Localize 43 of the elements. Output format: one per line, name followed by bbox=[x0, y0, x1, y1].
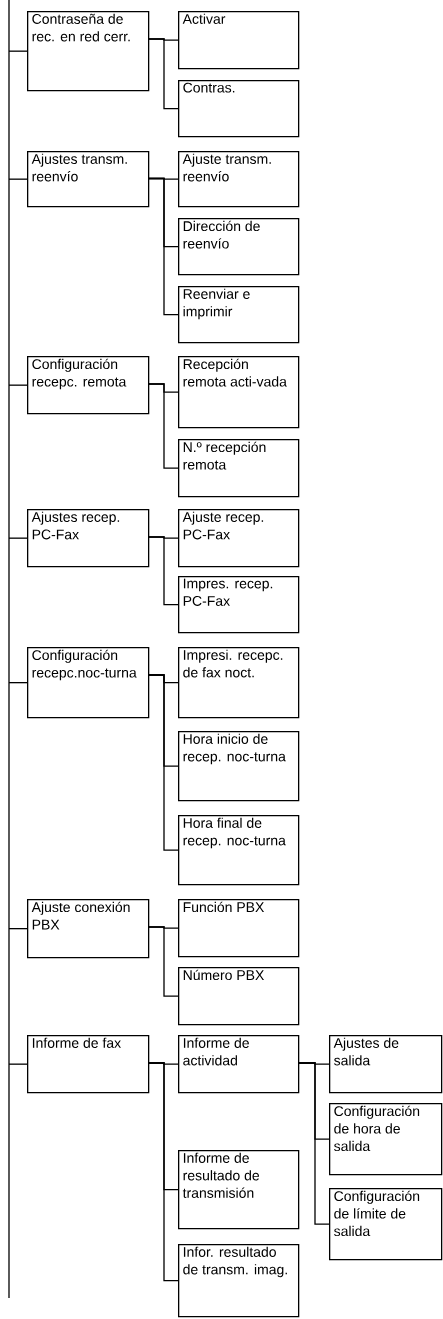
connector-line bbox=[147, 536, 179, 606]
menu-box: Hora inicio de recep. noc-turna bbox=[178, 731, 300, 802]
menu-box: Impresi. recepc. de fax noct. bbox=[178, 647, 300, 719]
menu-box: Número PBX bbox=[178, 967, 300, 1026]
connector-line bbox=[147, 674, 179, 851]
trunk-line bbox=[8, 0, 10, 1299]
connector-line bbox=[8, 50, 28, 52]
connector-line bbox=[8, 384, 28, 386]
menu-box: Configuración recepc. remota bbox=[27, 356, 150, 415]
menu-box: N.º recepción remota bbox=[178, 439, 300, 498]
menu-box: Ajuste recep. PC-Fax bbox=[178, 509, 300, 568]
menu-box: Informe de actividad bbox=[178, 1035, 300, 1094]
menu-box: Ajuste conexión PBX bbox=[27, 899, 150, 959]
connector-line bbox=[147, 38, 179, 110]
menu-box: Contras. bbox=[178, 80, 300, 138]
menu-box: Ajuste transm. reenvío bbox=[178, 151, 300, 208]
menu-box: Ajustes de salida bbox=[329, 1035, 443, 1094]
menu-box: Función PBX bbox=[178, 899, 300, 958]
connector-line bbox=[8, 1063, 28, 1065]
menu-box: Recepción remota acti-vada bbox=[178, 356, 300, 429]
connector-line bbox=[8, 928, 28, 930]
connector-line bbox=[147, 383, 179, 469]
menu-box: Configuración recepc.noc-turna bbox=[27, 647, 150, 719]
menu-box: Reenviar e imprimir bbox=[178, 286, 300, 344]
connector-line bbox=[147, 177, 179, 316]
menu-box: Ajustes recep. PC-Fax bbox=[27, 509, 150, 568]
menu-box: Dirección de reenvío bbox=[178, 218, 300, 276]
connector-line bbox=[8, 682, 28, 684]
menu-box: Informe de fax bbox=[27, 1035, 150, 1094]
connector-line bbox=[8, 178, 28, 180]
connector-line bbox=[147, 926, 179, 997]
connector-line bbox=[147, 1062, 179, 1282]
menu-box: Contraseña de rec. en red cerr. bbox=[27, 11, 150, 92]
menu-box: Ajustes transm. reenvío bbox=[27, 151, 150, 208]
menu-box: Configuración de hora de salida bbox=[329, 1103, 443, 1176]
menu-box: Impres. recep. PC-Fax bbox=[178, 576, 300, 634]
menu-box: Activar bbox=[178, 11, 300, 70]
connector-line bbox=[297, 1062, 330, 1225]
menu-box: Infor. resultado de transm. imag. bbox=[178, 1244, 300, 1318]
connector-line bbox=[8, 537, 28, 539]
menu-box: Hora final de recep. noc-turna bbox=[178, 815, 300, 886]
menu-box: Informe de resultado de transmisión bbox=[178, 1150, 300, 1230]
menu-box: Configuración de límite de salida bbox=[329, 1188, 443, 1261]
